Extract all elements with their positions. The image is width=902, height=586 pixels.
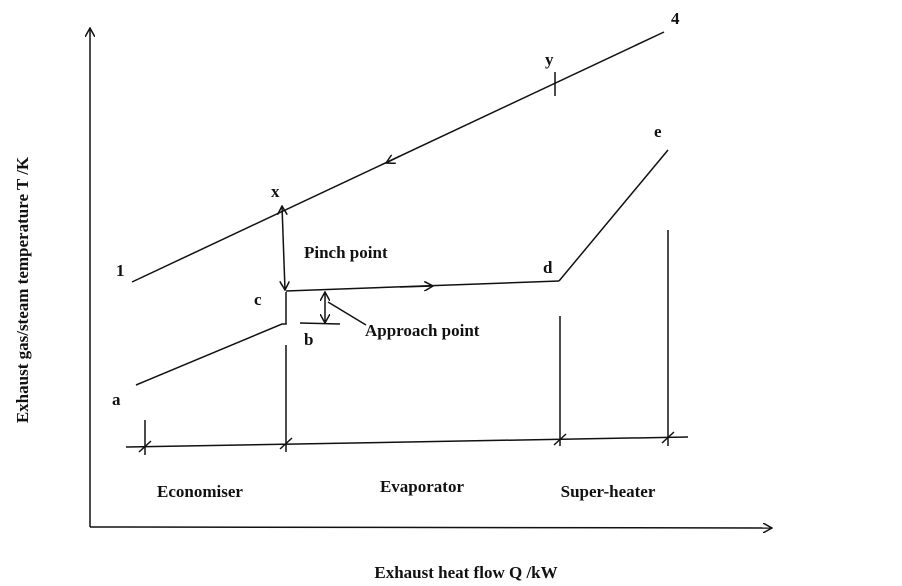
section-baseline <box>125 436 689 448</box>
label-point-b: b <box>304 330 313 349</box>
label-point-d: d <box>543 258 553 277</box>
gas-flow-arrow <box>386 156 401 163</box>
label-point-e: e <box>654 122 662 141</box>
steam-flow-arrow <box>399 286 433 287</box>
label-point-1: 1 <box>116 261 125 280</box>
label-point-y: y <box>545 50 554 69</box>
pinch-arrow <box>282 206 285 290</box>
label-point-a: a <box>112 390 121 409</box>
section-superheater: Super-heater <box>561 482 656 501</box>
section-evaporator: Evaporator <box>380 477 465 496</box>
baseline-ticks <box>138 431 675 453</box>
approach-leader-line <box>327 301 367 326</box>
y-axis-label: Exhaust gas/steam temperature T /K <box>13 156 32 423</box>
approach-point-label: Approach point <box>365 321 480 340</box>
x-axis-label: Exhaust heat flow Q /kW <box>374 563 557 582</box>
label-point-4: 4 <box>671 9 680 28</box>
superheater-line <box>558 149 669 282</box>
approach-base-line <box>299 322 341 325</box>
pinch-point-label: Pinch point <box>304 243 388 262</box>
label-point-c: c <box>254 290 262 309</box>
label-point-x: x <box>271 182 280 201</box>
economiser-line <box>135 292 287 386</box>
section-economiser: Economiser <box>157 482 243 501</box>
x-axis <box>89 527 772 528</box>
